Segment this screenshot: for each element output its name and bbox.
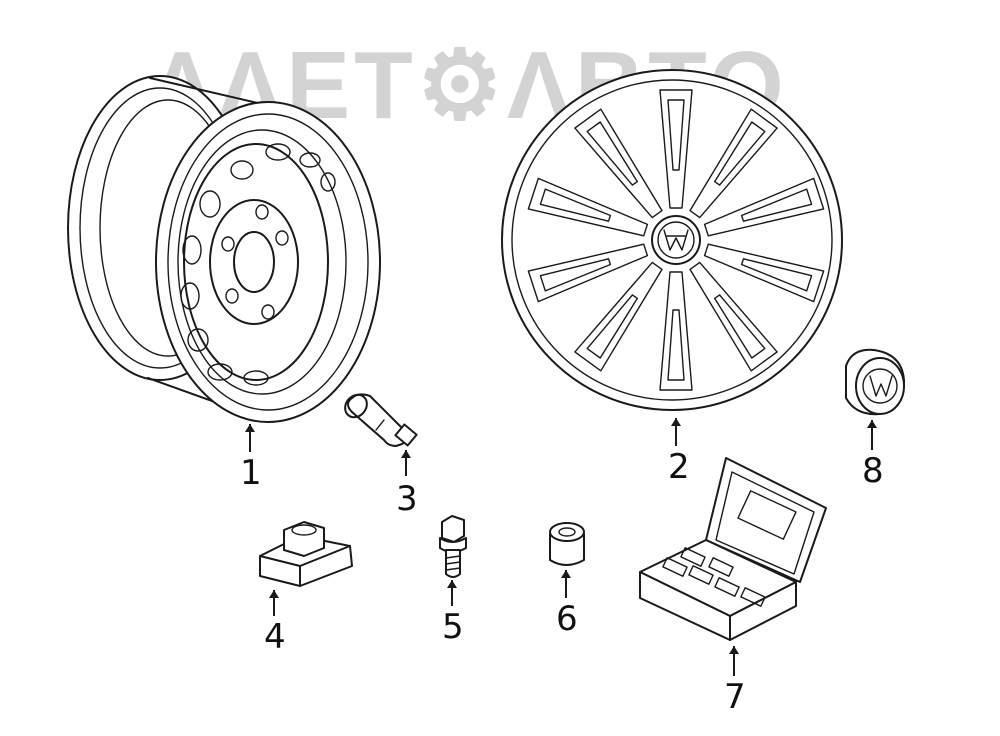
callout-1: 1 — [240, 453, 262, 493]
wheel-bolt — [439, 515, 467, 578]
leader-lines — [245, 418, 877, 676]
leader-5-arrowhead — [447, 580, 457, 588]
leader-1-arrowhead — [245, 424, 255, 432]
callout-5: 5 — [442, 607, 464, 647]
callout-2: 2 — [668, 447, 690, 487]
valve-stem — [344, 393, 418, 447]
cover-slot — [667, 99, 685, 171]
cover-slot — [539, 258, 612, 292]
cover-slot — [714, 294, 766, 359]
center-cap — [845, 348, 905, 416]
tool-case — [639, 457, 827, 641]
cover-spoke — [703, 243, 825, 303]
callout-8: 8 — [862, 451, 884, 491]
cover-slot — [667, 309, 685, 381]
leader-7-arrowhead — [729, 646, 739, 654]
cover-spoke — [574, 108, 663, 219]
wheel-cover — [501, 69, 843, 411]
cover-slot — [586, 121, 638, 186]
cover-spoke — [689, 261, 778, 372]
leader-8-arrowhead — [867, 420, 877, 428]
cover-spoke — [574, 261, 663, 372]
cover-spoke — [659, 271, 693, 391]
leader-2-arrowhead — [671, 418, 681, 426]
leader-4-arrowhead — [269, 590, 279, 598]
callout-numbers: 1 2 3 4 5 6 7 8 — [240, 447, 884, 717]
steel-wheel — [67, 75, 381, 423]
callout-3: 3 — [396, 479, 418, 519]
cover-slot — [714, 121, 766, 186]
tpms-sensor — [259, 521, 353, 587]
cover-spoke — [527, 177, 649, 237]
leader-6-arrowhead — [561, 570, 571, 578]
leader-3-arrowhead — [401, 450, 411, 458]
callout-4: 4 — [264, 617, 286, 657]
callout-7: 7 — [724, 677, 746, 717]
cover-slot — [586, 294, 638, 359]
cover-spoke — [659, 89, 693, 209]
cover-slot — [539, 188, 612, 222]
lock-nut — [549, 522, 585, 566]
cover-slot — [740, 258, 813, 292]
cover-slot — [740, 188, 813, 222]
cover-spoke — [689, 108, 778, 219]
cover-spoke — [527, 243, 649, 303]
callout-6: 6 — [556, 599, 578, 639]
cover-spoke — [703, 177, 825, 237]
